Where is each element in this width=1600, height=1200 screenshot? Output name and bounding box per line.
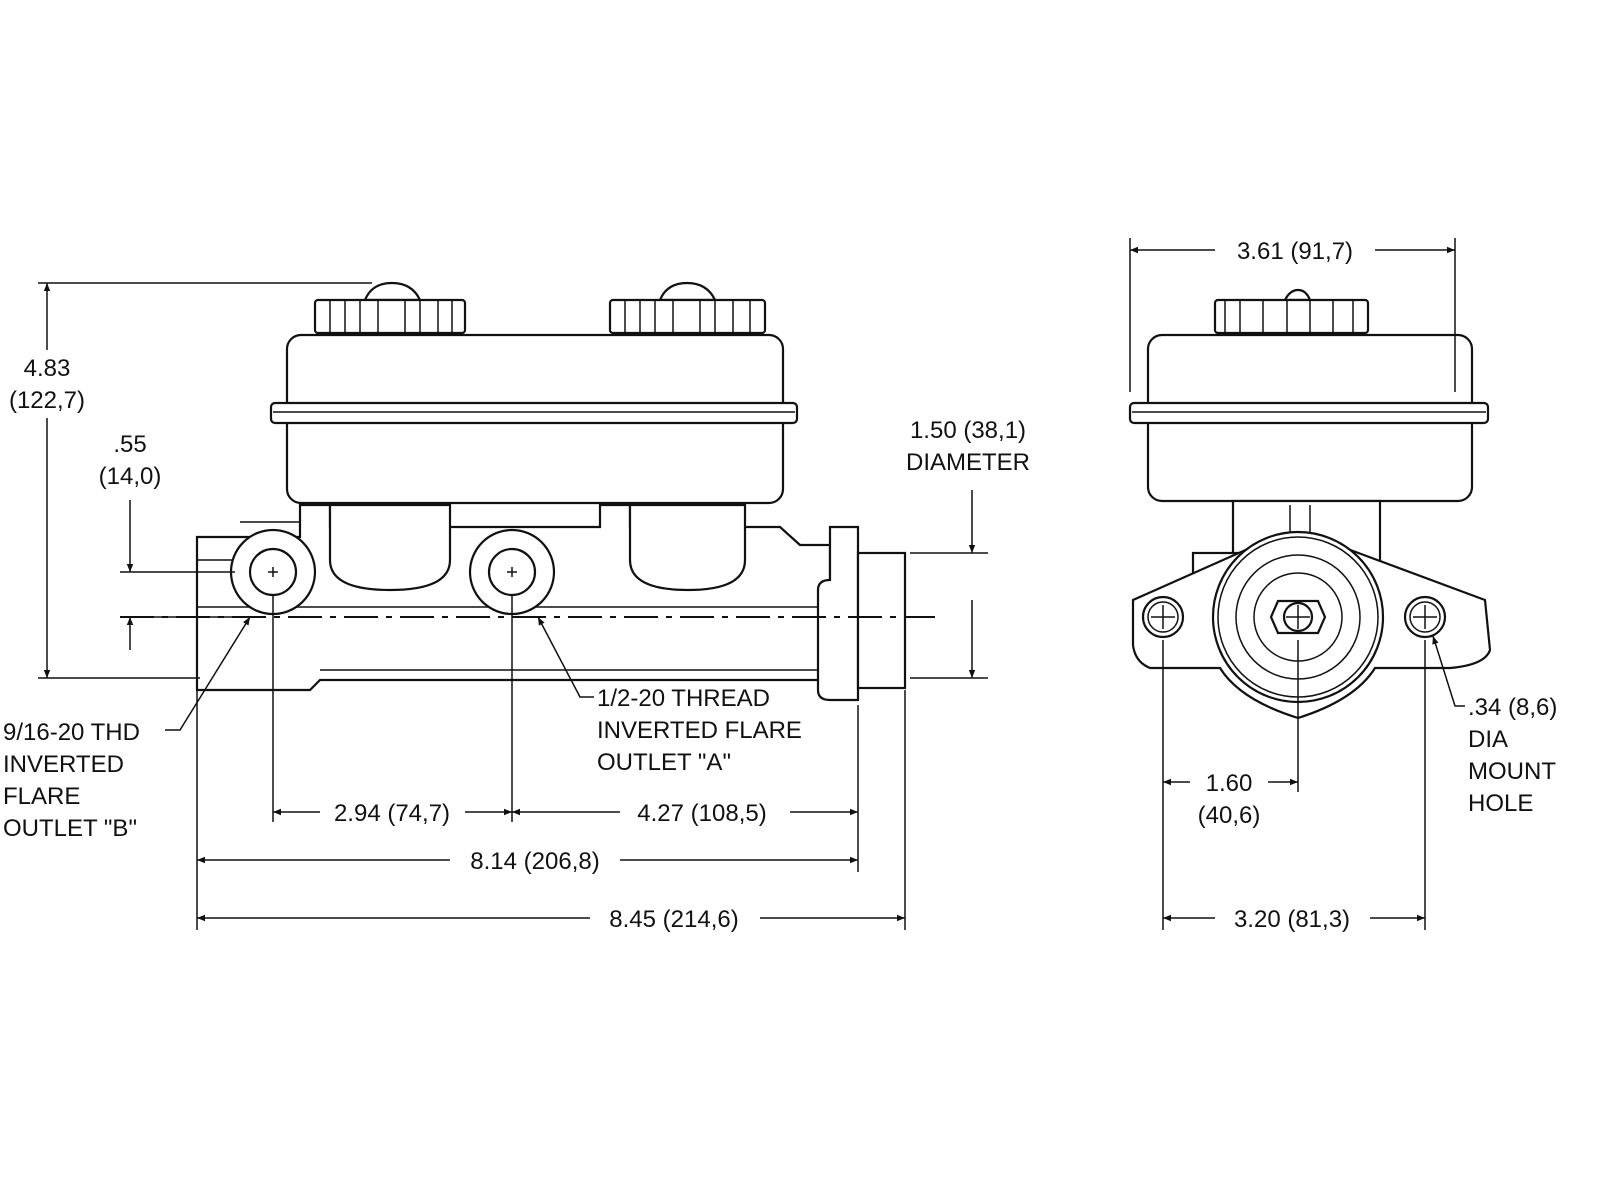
mount-hole-label-3: MOUNT [1468, 758, 1556, 785]
port-spacing-dim: 2.94 (74,7) [334, 800, 450, 827]
offset-dim-mm: (14,0) [99, 463, 162, 490]
overall-length-dim: 8.45 (214,6) [609, 906, 738, 933]
side-view: 4.83 (122,7) .55 (14,0) 1.50 (38,1) DIAM… [3, 281, 1030, 933]
bore-dim: 1.50 (38,1) [910, 417, 1026, 444]
height-dim-mm: (122,7) [9, 387, 85, 414]
reservoir-cap [1213, 298, 1370, 335]
bore-label: DIAMETER [906, 449, 1030, 476]
reservoir-band [1128, 401, 1490, 425]
half-mount-dim-inch: 1.60 [1206, 770, 1253, 797]
outlet-b-label-3: FLARE [3, 783, 80, 810]
mount-hole-label-1: .34 (8,6) [1468, 694, 1557, 721]
height-dim-inch: 4.83 [24, 355, 71, 382]
outlet-b-label-4: OUTLET "B" [3, 815, 137, 842]
reservoir-cap-rear [313, 281, 467, 335]
cylinder-body [195, 503, 907, 702]
offset-dim-inch: .55 [113, 431, 146, 458]
width-dim: 3.61 (91,7) [1237, 238, 1353, 265]
half-mount-dim-mm: (40,6) [1198, 802, 1261, 829]
reservoir-cap-front [608, 281, 767, 335]
mount-spacing-dim: 3.20 (81,3) [1234, 906, 1350, 933]
flange-length-dim: 8.14 (206,8) [470, 848, 599, 875]
outlet-a-label-1: 1/2-20 THREAD [597, 685, 770, 712]
mount-hole-label-2: DIA [1468, 726, 1508, 753]
outlet-a-label-3: OUTLET "A" [597, 749, 731, 776]
outlet-b-label-2: INVERTED [3, 751, 124, 778]
outlet-a-label-2: INVERTED FLARE [597, 717, 802, 744]
front-view: 3.61 (91,7) 1.60 (40,6) 3.20 (81,3) .34 … [1128, 238, 1557, 933]
reservoir-band [269, 401, 799, 425]
outlet-b-label-1: 9/16-20 THD [3, 719, 140, 746]
mount-hole-label-4: HOLE [1468, 790, 1533, 817]
port-to-flange-dim: 4.27 (108,5) [637, 800, 766, 827]
